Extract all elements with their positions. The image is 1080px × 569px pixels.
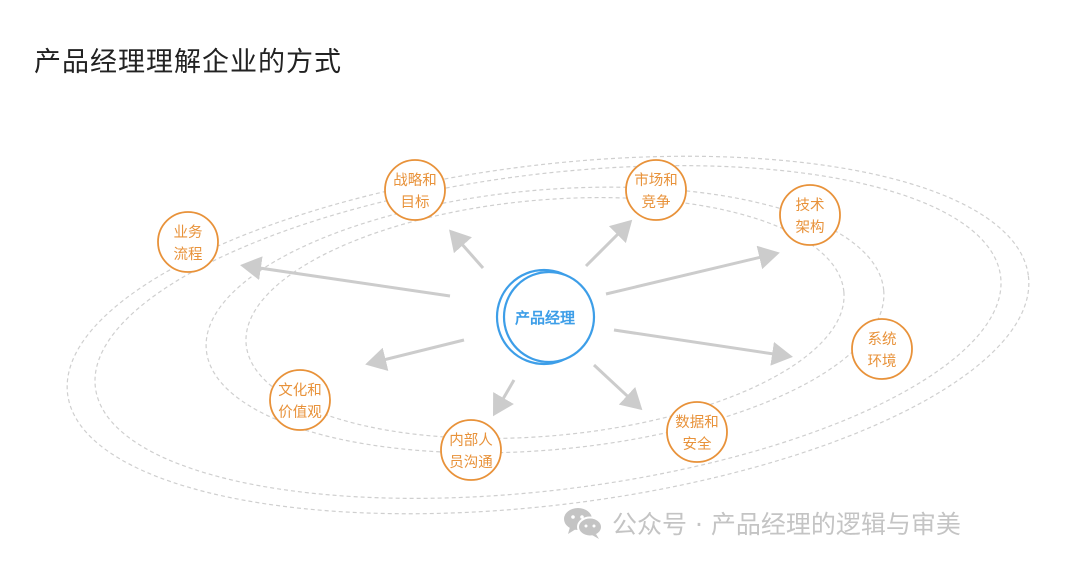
arrows xyxy=(240,219,793,417)
node-line-2: 流程 xyxy=(174,246,203,263)
arrow-to-yewu xyxy=(240,256,451,298)
arrow-to-shuju xyxy=(592,363,643,411)
node-line-1: 战略和 xyxy=(393,172,437,189)
node-yewu: 业务 流程 xyxy=(157,211,219,273)
node-circle xyxy=(666,401,728,463)
orbit-ring-middle xyxy=(205,186,885,454)
arrow-to-jishu xyxy=(605,245,780,296)
node-line-1: 市场和 xyxy=(634,172,678,189)
node-circle xyxy=(157,211,219,273)
watermark-text: 公众号 · 产品经理的逻辑与审美 xyxy=(612,510,961,539)
node-line-2: 员沟通 xyxy=(449,454,493,471)
node-jishu: 技术 架构 xyxy=(779,184,841,246)
node-line-2: 竞争 xyxy=(642,193,671,211)
node-line-1: 技术 xyxy=(796,197,825,214)
node-line-2: 目标 xyxy=(401,194,430,211)
arrow-to-wenhua xyxy=(365,338,465,372)
node-line-1: 业务 xyxy=(174,224,203,241)
node-circle xyxy=(851,318,913,380)
orbit-ring-outer-2 xyxy=(94,165,1002,499)
node-line-2: 价值观 xyxy=(278,404,322,421)
orbit-ring-inner xyxy=(245,196,845,440)
node-circle xyxy=(269,369,331,431)
node-line-2: 环境 xyxy=(868,352,897,370)
node-circle xyxy=(779,184,841,246)
node-shuju: 数据和 安全 xyxy=(666,401,728,463)
page-title: 产品经理理解企业的方式 xyxy=(34,47,342,78)
node-wenhua: 文化和 价值观 xyxy=(269,369,331,431)
node-zhanlue: 战略和 目标 xyxy=(384,159,446,221)
orbit-ring-outer xyxy=(66,155,1030,515)
arrow-to-xitong xyxy=(613,328,793,366)
node-circle xyxy=(625,159,687,221)
node-shichang: 市场和 竞争 xyxy=(625,159,687,221)
node-line-2: 架构 xyxy=(796,219,825,236)
arrow-to-neibu xyxy=(492,379,516,417)
node-xitong: 系统 环境 xyxy=(851,318,913,380)
center-label: 产品经理 xyxy=(515,309,575,327)
node-circle xyxy=(384,159,446,221)
node-line-1: 文化和 xyxy=(278,382,322,399)
arrow-to-zhanlue xyxy=(449,229,485,269)
node-neibu: 内部人 员沟通 xyxy=(440,419,502,481)
node-line-1: 内部人 xyxy=(449,432,493,449)
arrow-to-shichang xyxy=(584,219,633,268)
center-node: 产品经理 xyxy=(495,268,596,366)
watermark: 公众号 · 产品经理的逻辑与审美 xyxy=(562,505,961,541)
node-circle xyxy=(440,419,502,481)
center-ring-inner xyxy=(502,270,596,364)
orbit-rings xyxy=(66,155,1030,515)
wechat-icon xyxy=(564,508,603,539)
node-line-2: 安全 xyxy=(683,435,712,453)
node-line-1: 系统 xyxy=(868,331,897,348)
node-line-1: 数据和 xyxy=(675,414,719,431)
